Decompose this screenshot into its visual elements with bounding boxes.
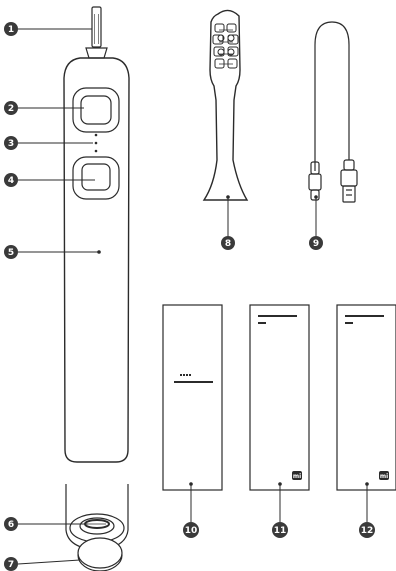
svg-text:6: 6 — [8, 520, 14, 530]
indicator-light — [94, 133, 98, 137]
power-button — [72, 156, 120, 200]
svg-text:7: 7 — [8, 560, 14, 570]
callout-9: 9 — [309, 236, 323, 250]
usb-cable — [308, 21, 358, 203]
callout-7: 7 — [4, 557, 18, 571]
handle-body — [63, 57, 130, 463]
callout-3: 3 — [4, 136, 18, 150]
mi-logo: mi — [380, 473, 388, 480]
svg-text:3: 3 — [8, 139, 14, 149]
callout-1: 1 — [4, 22, 18, 36]
callout-6: 6 — [4, 517, 18, 531]
leader-dots — [97, 195, 369, 486]
svg-text:10: 10 — [185, 526, 198, 536]
svg-text:11: 11 — [274, 526, 287, 536]
callout-11: 11 — [272, 522, 288, 538]
svg-text:12: 12 — [361, 526, 374, 536]
svg-text:5: 5 — [8, 248, 14, 258]
booklet-3: mi — [336, 304, 396, 491]
callout-10: 10 — [183, 522, 199, 538]
svg-text:8: 8 — [225, 239, 231, 249]
brush-head — [202, 9, 249, 201]
callout-4: 4 — [4, 173, 18, 187]
svg-text:1: 1 — [8, 25, 14, 35]
mode-button — [72, 87, 120, 133]
indicator-light — [94, 141, 98, 145]
callout-5: 5 — [4, 245, 18, 259]
leader-lines — [17, 28, 368, 565]
svg-text:9: 9 — [313, 239, 319, 249]
callout-8: 8 — [221, 236, 235, 250]
handle-bottom — [65, 484, 129, 571]
toothbrush-handle — [63, 6, 130, 463]
booklet-2: mi — [249, 304, 310, 491]
svg-text:4: 4 — [8, 176, 14, 186]
svg-text:2: 2 — [8, 104, 14, 114]
booklet-1 — [162, 304, 223, 491]
bristles — [212, 23, 239, 69]
callout-2: 2 — [4, 101, 18, 115]
mi-logo: mi — [293, 473, 301, 480]
indicator-light — [94, 149, 98, 153]
callout-12: 12 — [359, 522, 375, 538]
drive-shaft — [91, 6, 102, 48]
